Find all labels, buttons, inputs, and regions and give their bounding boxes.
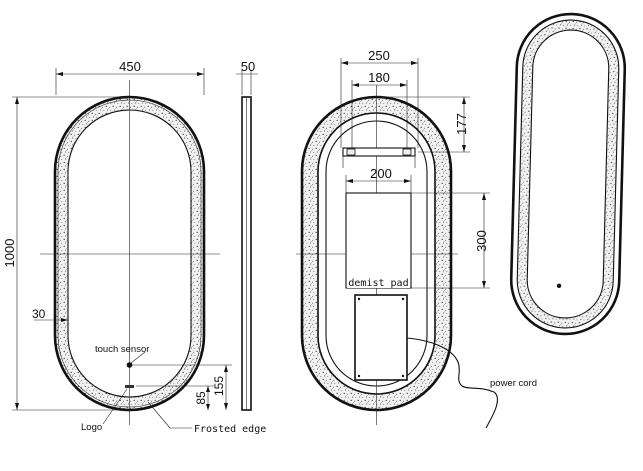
touch-sensor-icon (126, 362, 133, 368)
demist-pad (345, 192, 412, 289)
logo-mark (125, 385, 134, 388)
dim-sensor-height-label: 155 (212, 376, 226, 396)
dim-width-label: 450 (119, 59, 141, 74)
power-cord-label: power cord (490, 378, 537, 389)
side-view: 50 (236, 59, 258, 411)
dim-border-label: 30 (32, 307, 46, 321)
frosted-edge-label: Frosted edge (194, 424, 266, 435)
dim-height-label: 1000 (2, 239, 17, 268)
rear-view: 250 180 177 demist pad 200 300 (296, 48, 537, 429)
demist-pad-label: demist pad (348, 278, 408, 289)
dim-depth-label: 50 (241, 59, 255, 74)
dim-pad-width-label: 200 (370, 166, 392, 181)
dim-bracket-height-label: 177 (454, 113, 469, 135)
dim-bracket-outer-label: 250 (368, 48, 390, 63)
front-view: 450 1000 30 155 85 touch sensor Logo Fro… (2, 59, 266, 435)
hanging-bracket (342, 147, 416, 157)
logo-label: Logo (81, 422, 102, 433)
dim-pad-height-label: 300 (474, 230, 489, 252)
dim-bracket-inner-label: 180 (368, 70, 390, 85)
dim-logo-height-label: 85 (194, 391, 208, 405)
perspective-view (509, 12, 627, 336)
touch-sensor-label: touch sensor (95, 344, 149, 355)
driver-box (354, 294, 408, 381)
perspective-touch-sensor-icon (556, 283, 562, 289)
power-cord (406, 337, 498, 429)
perspective-glass (526, 29, 610, 319)
